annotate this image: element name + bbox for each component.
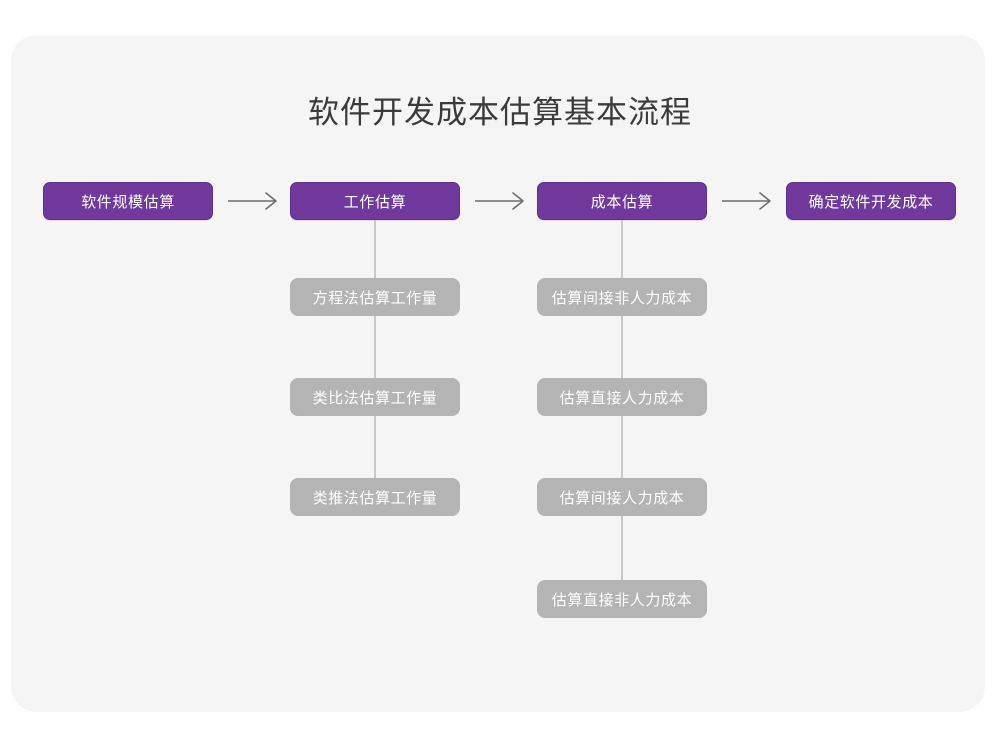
connector-line-cost-3 xyxy=(621,416,623,478)
flow-node-effort[interactable]: 工作估算 xyxy=(290,182,460,220)
effort-method-analogue[interactable]: 类推法估算工作量 xyxy=(290,478,460,516)
connector-line-effort-1 xyxy=(374,220,376,278)
cost-item-direct-labor[interactable]: 估算直接人力成本 xyxy=(537,378,707,416)
connector-line-effort-3 xyxy=(374,416,376,478)
connector-line-cost-1 xyxy=(621,220,623,278)
cost-item-indirect-labor[interactable]: 估算间接人力成本 xyxy=(537,478,707,516)
arrow-right-icon-1 xyxy=(226,190,286,212)
effort-method-analogy[interactable]: 类比法估算工作量 xyxy=(290,378,460,416)
arrow-right-icon-2 xyxy=(473,190,533,212)
diagram-card xyxy=(11,35,985,712)
cost-item-indirect-nonlabor[interactable]: 估算间接非人力成本 xyxy=(537,278,707,316)
cost-item-direct-nonlabor[interactable]: 估算直接非人力成本 xyxy=(537,580,707,618)
flow-node-cost[interactable]: 成本估算 xyxy=(537,182,707,220)
page-title: 软件开发成本估算基本流程 xyxy=(308,95,692,130)
effort-method-equation[interactable]: 方程法估算工作量 xyxy=(290,278,460,316)
arrow-right-icon-3 xyxy=(720,190,780,212)
flow-node-final[interactable]: 确定软件开发成本 xyxy=(786,182,956,220)
connector-line-effort-2 xyxy=(374,316,376,378)
connector-line-cost-4 xyxy=(621,516,623,580)
flow-node-scale[interactable]: 软件规模估算 xyxy=(43,182,213,220)
connector-line-cost-2 xyxy=(621,316,623,378)
